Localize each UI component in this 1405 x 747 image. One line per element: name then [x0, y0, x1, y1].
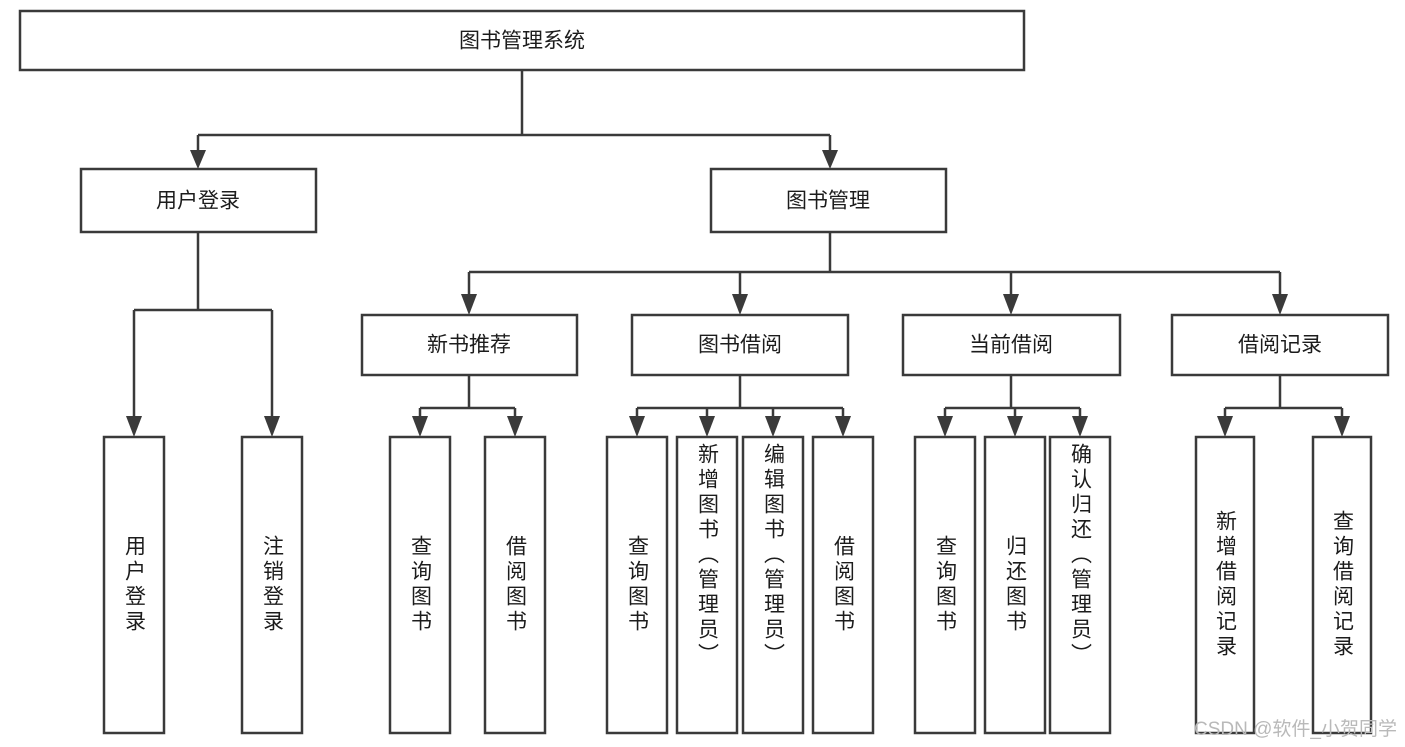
arrow-head-leaf-return-book [1007, 416, 1023, 437]
arrow-head-user-login [190, 150, 206, 169]
arrow-head-new-book-rec [461, 294, 477, 315]
node-root-label: 图书管理系统 [459, 30, 585, 53]
arrow-head-leaf-user-login [126, 416, 142, 437]
node-leaf-edit-book-box[interactable] [741, 435, 805, 735]
arrow-head-leaf-query-book-1 [412, 416, 428, 437]
node-leaf-query-book-2-box[interactable] [605, 435, 669, 735]
node-leaf-add-book-box[interactable] [675, 435, 739, 735]
node-user-login-label: 用户登录 [156, 190, 240, 213]
node-leaf-borrow-book-2-box[interactable] [811, 435, 875, 735]
node-book-borrow-box[interactable] [630, 313, 850, 377]
arrow-head-current-borrow [1003, 294, 1019, 315]
node-current-borrow[interactable]: 当前借阅 [901, 313, 1122, 377]
node-leaf-query-record-box[interactable] [1311, 435, 1373, 735]
node-borrow-record-label: 借阅记录 [1238, 334, 1322, 357]
node-leaf-return-book-box[interactable] [983, 435, 1047, 735]
node-user-login-box[interactable] [79, 167, 318, 234]
node-book-manage-label: 图书管理 [786, 190, 870, 213]
node-root-box[interactable] [18, 9, 1026, 72]
node-leaf-logout-box[interactable] [240, 435, 304, 735]
arrow-head-leaf-query-book-3 [937, 416, 953, 437]
node-book-borrow[interactable]: 图书借阅 [630, 313, 850, 377]
node-book-manage[interactable]: 图书管理 [709, 167, 948, 234]
node-current-borrow-box[interactable] [901, 313, 1122, 377]
node-leaf-user-login-box[interactable] [102, 435, 166, 735]
node-user-login[interactable]: 用户登录 [79, 167, 318, 234]
arrow-head-borrow-record [1272, 294, 1288, 315]
node-new-book-rec-label: 新书推荐 [427, 334, 511, 357]
node-borrow-record[interactable]: 借阅记录 [1170, 313, 1390, 377]
node-new-book-rec[interactable]: 新书推荐 [360, 313, 579, 377]
connector-group [126, 70, 1350, 437]
node-borrow-record-box[interactable] [1170, 313, 1390, 377]
node-leaf-query-book-3-box[interactable] [913, 435, 977, 735]
arrow-head-leaf-query-book-2 [629, 416, 645, 437]
node-leaf-add-record-box[interactable] [1194, 435, 1256, 735]
arrow-head-leaf-logout [264, 416, 280, 437]
node-book-borrow-label: 图书借阅 [698, 334, 782, 357]
arrow-head-leaf-add-book [699, 416, 715, 437]
node-new-book-rec-box[interactable] [360, 313, 579, 377]
leaf-box-group [102, 435, 1373, 735]
node-leaf-query-book-1-box[interactable] [388, 435, 452, 735]
arrow-head-book-borrow [732, 294, 748, 315]
arrow-head-leaf-query-record [1334, 416, 1350, 437]
arrow-head-leaf-borrow-book-2 [835, 416, 851, 437]
arrow-head-leaf-edit-book [765, 416, 781, 437]
node-leaf-confirm-return-box[interactable] [1048, 435, 1112, 735]
node-current-borrow-label: 当前借阅 [969, 334, 1053, 357]
node-leaf-borrow-book-1-box[interactable] [483, 435, 547, 735]
arrow-head-leaf-borrow-book-1 [507, 416, 523, 437]
arrow-head-book-manage [822, 150, 838, 169]
node-book-manage-box[interactable] [709, 167, 948, 234]
arrow-head-leaf-confirm-return [1072, 416, 1088, 437]
node-root[interactable]: 图书管理系统 [18, 9, 1026, 72]
arrow-head-leaf-add-record [1217, 416, 1233, 437]
